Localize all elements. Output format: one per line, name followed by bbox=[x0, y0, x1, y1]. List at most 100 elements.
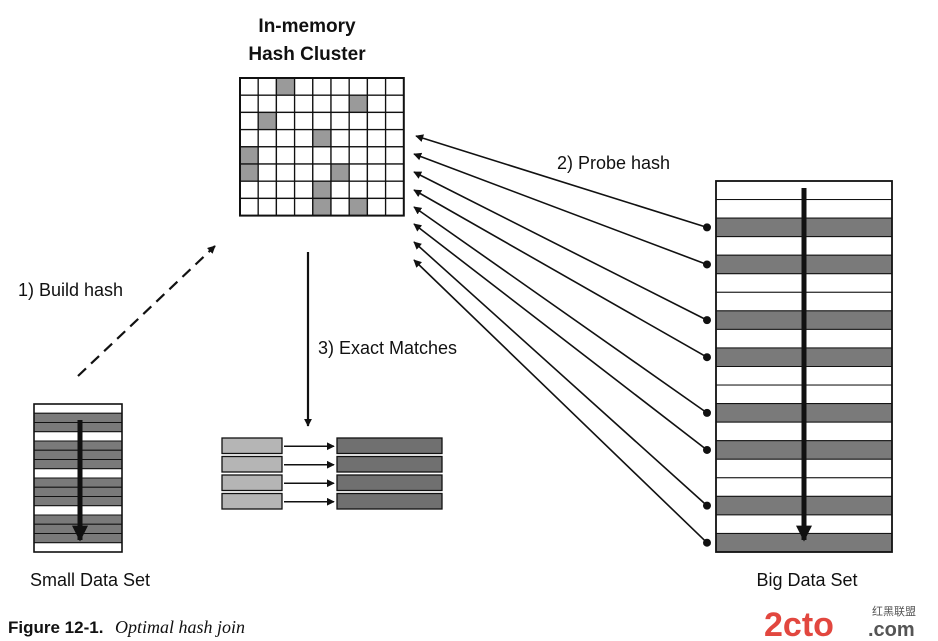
hash-cell bbox=[330, 128, 350, 148]
hash-cell bbox=[293, 197, 314, 217]
probe-arrow bbox=[415, 134, 708, 229]
figure-title: Optimal hash join bbox=[115, 617, 245, 637]
match-left-bar bbox=[221, 455, 283, 473]
hash-cell bbox=[384, 146, 405, 165]
hash-cell bbox=[348, 77, 369, 96]
hash-cell bbox=[257, 197, 278, 217]
hash-cell bbox=[275, 94, 296, 114]
hash-cell bbox=[312, 180, 332, 200]
probe-arrow bbox=[413, 206, 708, 414]
probe-arrow bbox=[413, 171, 708, 321]
probe-hash-label: 2) Probe hash bbox=[557, 153, 670, 173]
hash-cell bbox=[257, 128, 278, 148]
hash-cell bbox=[293, 94, 314, 114]
hash-cell bbox=[366, 180, 387, 200]
hash-cell bbox=[384, 128, 405, 148]
hash-cell bbox=[239, 77, 259, 96]
hash-cell bbox=[239, 180, 259, 200]
hash-cell bbox=[312, 111, 332, 131]
hash-cell bbox=[330, 180, 350, 200]
hash-cell bbox=[312, 77, 332, 96]
hash-cell bbox=[348, 180, 369, 200]
probe-arrow bbox=[413, 241, 708, 507]
hash-cell bbox=[384, 94, 405, 114]
hash-cell bbox=[348, 197, 369, 217]
hash-cell bbox=[257, 77, 278, 96]
big-data-set-label: Big Data Set bbox=[756, 570, 857, 590]
hash-cluster-title-line2: Hash Cluster bbox=[248, 44, 366, 65]
hash-cell bbox=[293, 128, 314, 148]
hash-cell bbox=[366, 128, 387, 148]
hash-cell bbox=[366, 146, 387, 165]
exact-match-rows bbox=[221, 437, 443, 510]
hash-cell bbox=[275, 180, 296, 200]
hash-cell bbox=[312, 163, 332, 182]
hash-cell bbox=[366, 197, 387, 217]
hash-cell bbox=[330, 146, 350, 165]
build-hash-arrow bbox=[77, 245, 216, 377]
hash-cell bbox=[384, 111, 405, 131]
hash-grid-border bbox=[239, 77, 405, 217]
watermark-brand: 2cto bbox=[764, 606, 834, 641]
hash-cell bbox=[348, 94, 369, 114]
match-left-bar bbox=[221, 492, 283, 510]
match-right-bar bbox=[336, 455, 443, 473]
hash-cell bbox=[312, 197, 332, 217]
hash-cell bbox=[275, 128, 296, 148]
probe-arrows bbox=[413, 134, 711, 547]
hash-cell bbox=[293, 111, 314, 131]
hash-cell bbox=[330, 163, 350, 182]
small-data-set-table bbox=[33, 403, 123, 553]
probe-arrow bbox=[413, 259, 708, 544]
probe-arrow bbox=[413, 223, 708, 451]
small-table-row bbox=[33, 403, 123, 414]
big-table-border bbox=[715, 180, 893, 553]
hash-cell bbox=[312, 94, 332, 114]
hash-cell bbox=[257, 111, 278, 131]
hash-cell bbox=[257, 94, 278, 114]
hash-cell bbox=[239, 197, 259, 217]
match-left-bar bbox=[221, 474, 283, 492]
hash-cell bbox=[312, 128, 332, 148]
hash-cell bbox=[330, 94, 350, 114]
big-data-set-table bbox=[715, 180, 893, 553]
exact-matches-label: 3) Exact Matches bbox=[318, 338, 457, 358]
hash-cell bbox=[239, 146, 259, 165]
hash-cell bbox=[257, 146, 278, 165]
hash-cell bbox=[293, 146, 314, 165]
hash-cell bbox=[257, 163, 278, 182]
match-right-bar bbox=[336, 492, 443, 510]
match-right-bar bbox=[336, 437, 443, 455]
hash-cell bbox=[293, 77, 314, 96]
hash-cell bbox=[366, 77, 387, 96]
hash-cell bbox=[330, 197, 350, 217]
hash-cell bbox=[330, 77, 350, 96]
probe-arrow bbox=[413, 152, 708, 266]
hash-cluster-grid bbox=[239, 77, 405, 217]
small-table-row bbox=[33, 542, 123, 553]
hash-cell bbox=[239, 163, 259, 182]
hash-cell bbox=[257, 180, 278, 200]
build-hash-label: 1) Build hash bbox=[18, 280, 123, 300]
hash-cell bbox=[239, 111, 259, 131]
hash-cell bbox=[366, 163, 387, 182]
hash-cell bbox=[348, 111, 369, 131]
hash-cell bbox=[348, 146, 369, 165]
watermark-domain: .com bbox=[868, 619, 915, 641]
match-right-bar bbox=[336, 474, 443, 492]
hash-cell bbox=[330, 111, 350, 131]
figure-number: Figure 12-1. bbox=[8, 618, 103, 637]
small-data-set-label: Small Data Set bbox=[30, 570, 150, 590]
hash-cell bbox=[384, 77, 405, 96]
watermark-chinese: 红黑联盟 bbox=[872, 605, 916, 618]
hash-cluster-title-line1: In-memory bbox=[258, 16, 356, 37]
small-table-border bbox=[33, 403, 123, 553]
hash-cell bbox=[312, 146, 332, 165]
hash-cell bbox=[384, 180, 405, 200]
hash-cell bbox=[275, 77, 296, 96]
hash-cell bbox=[275, 197, 296, 217]
hash-cell bbox=[275, 146, 296, 165]
match-left-bar bbox=[221, 437, 283, 455]
hash-cell bbox=[293, 180, 314, 200]
